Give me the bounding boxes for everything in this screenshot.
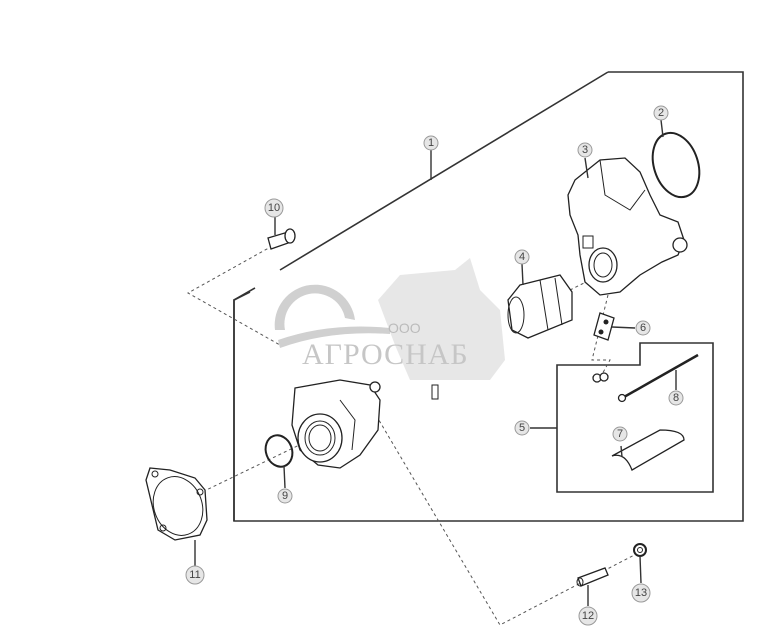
housing-3 — [567, 157, 688, 296]
svg-text:3: 3 — [582, 144, 588, 156]
callout-10[interactable]: 10 — [264, 198, 284, 218]
sleeve-4 — [507, 274, 573, 339]
callout-8[interactable]: 8 — [668, 390, 684, 406]
bolt-10-path — [186, 239, 284, 346]
gasket-11-path — [164, 434, 321, 511]
callout-4[interactable]: 4 — [514, 249, 530, 265]
label-7 — [611, 429, 685, 471]
o-ring-9 — [264, 434, 294, 468]
svg-text:9: 9 — [282, 490, 288, 502]
cable-tie-8 — [617, 353, 699, 403]
callout-12[interactable]: 12 — [578, 606, 598, 626]
nut-13 — [633, 543, 647, 557]
plate-6 — [593, 312, 615, 341]
svg-text:6: 6 — [640, 322, 646, 334]
svg-text:11: 11 — [189, 569, 200, 581]
svg-text:13: 13 — [635, 587, 647, 599]
stud-12 — [576, 567, 609, 587]
washers — [592, 372, 609, 383]
svg-text:8: 8 — [673, 392, 679, 404]
watermark: ООО АГРОСНАБ — [274, 258, 505, 380]
callout-6[interactable]: 6 — [635, 320, 651, 336]
svg-text:4: 4 — [519, 251, 525, 263]
gasket-11 — [145, 467, 208, 541]
callout-7[interactable]: 7 — [612, 426, 628, 442]
svg-text:5: 5 — [519, 422, 525, 434]
callout-9[interactable]: 9 — [277, 488, 293, 504]
assembly-frame-diagonal — [279, 71, 609, 271]
callout-11[interactable]: 11 — [185, 565, 205, 585]
svg-text:1: 1 — [428, 137, 434, 149]
kit-frame — [556, 342, 714, 493]
callout-3[interactable]: 3 — [577, 142, 593, 158]
svg-text:2: 2 — [658, 107, 664, 119]
bolt-10 — [267, 228, 296, 250]
callout-5[interactable]: 5 — [514, 420, 530, 436]
svg-text:12: 12 — [582, 610, 594, 622]
watermark-prefix: ООО — [388, 320, 421, 336]
svg-text:7: 7 — [617, 428, 623, 440]
callout-13[interactable]: 13 — [631, 583, 651, 603]
svg-text:10: 10 — [268, 202, 280, 214]
callout-1[interactable]: 1 — [423, 135, 439, 151]
o-ring-2 — [651, 131, 701, 199]
watermark-brand: АГРОСНАБ — [302, 338, 469, 371]
callout-2[interactable]: 2 — [653, 105, 669, 121]
stud-12-path — [369, 404, 641, 626]
main-body — [291, 379, 439, 469]
